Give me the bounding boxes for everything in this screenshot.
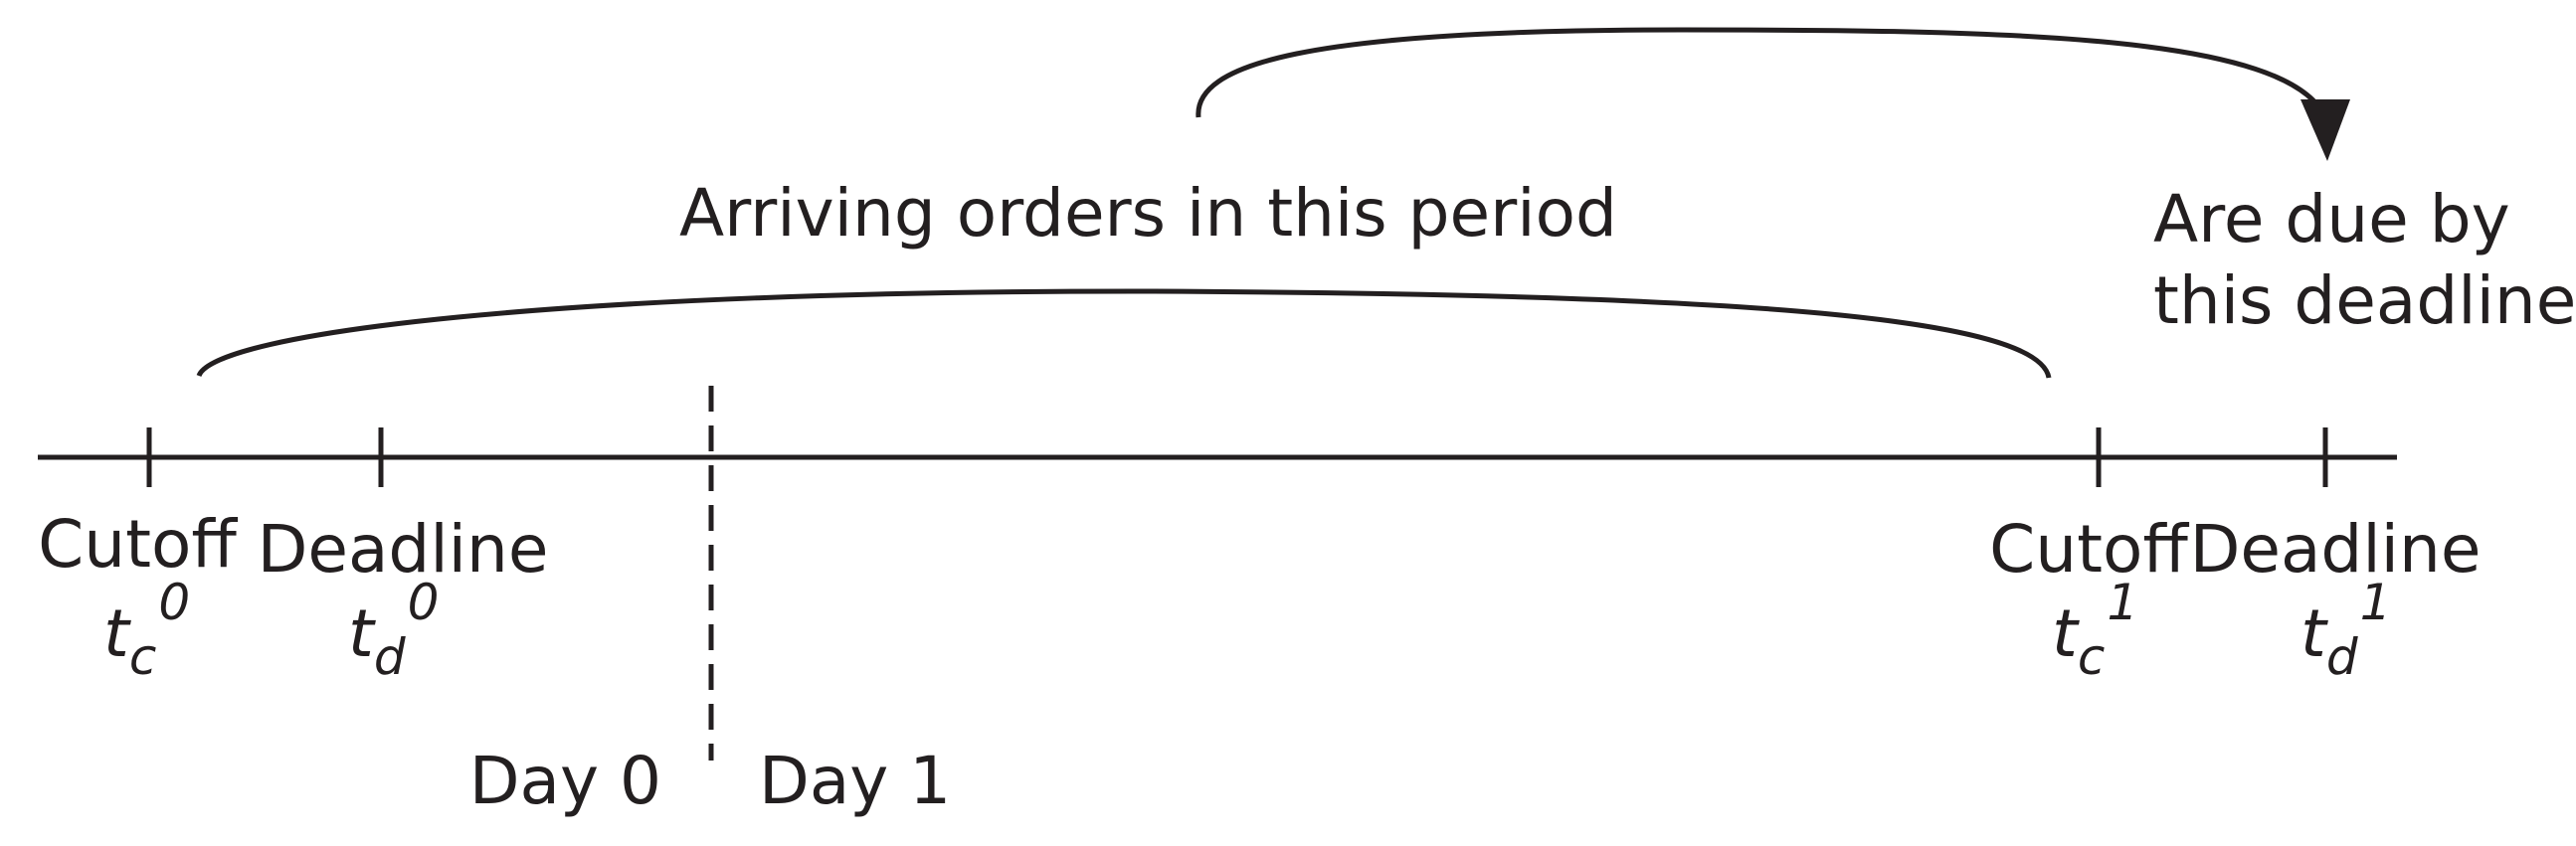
tick-symbol-deadline-0: td0 [348,574,439,686]
tick-symbol-deadline-1: td1 [2300,574,2391,686]
tick-label-cutoff-1: Cutoff [1989,511,2189,588]
arrow-head-icon [2300,99,2350,161]
tick-symbol-cutoff-1: tc1 [2052,574,2138,686]
tick-symbol-cutoff-0: tc0 [103,574,190,686]
tick-label-deadline-0: Deadline [258,511,549,588]
arriving-orders-brace [196,288,2052,379]
due-arrow-curve [1196,27,2328,119]
tick-label-cutoff-0: Cutoff [38,506,238,583]
due-label-line2: this deadline [2153,262,2576,339]
day1-label: Day 1 [759,743,951,819]
due-label-line1: Are due by [2153,181,2510,257]
tick-label-deadline-1: Deadline [2190,511,2482,588]
day0-label: Day 0 [469,743,661,819]
arriving-orders-label: Arriving orders in this period [679,175,1617,252]
